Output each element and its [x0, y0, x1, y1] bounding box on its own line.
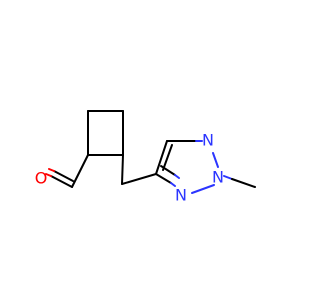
chemical-structure-diagram: O N N N: [35, 110, 256, 205]
triazole-bond-n1-n2: [212, 152, 219, 168]
triazole-bond-c4-n3-inner-blue: [174, 174, 180, 179]
aldehyde-double-bond-inner-black: [53, 170, 74, 182]
triazole-n1-label: N: [202, 131, 214, 150]
triazole-bond-n2-n3: [191, 184, 215, 194]
triazole-n2-label: N: [212, 168, 224, 187]
aldehyde-double-bond-inner-red: [48, 168, 55, 172]
n-methyl-bond-blue: [223, 175, 233, 180]
molecule-canvas: O N N N: [34, 110, 256, 205]
aldehyde-double-bond-outer-red: [45, 173, 52, 177]
aldehyde-double-bond-outer-black: [50, 175, 73, 188]
triazole-bond-c4-c5-inner: [162, 144, 173, 171]
methylene-bond-down: [121, 154, 124, 185]
triazole-bond-c4-n3-outer-blue: [170, 182, 176, 187]
triazole-bond-c4-n3-inner-black: [160, 165, 176, 176]
triazole-n3-label: N: [175, 186, 187, 205]
triazole-bond-c4-c5-outer: [155, 140, 168, 175]
oxygen-atom-label: O: [35, 169, 48, 188]
n-methyl-bond-black: [231, 178, 256, 188]
methylene-bond-to-ring: [121, 173, 157, 185]
aldehyde-carbon-bond: [71, 154, 89, 188]
triazole-bond-c4-n3-outer-black: [155, 173, 172, 184]
